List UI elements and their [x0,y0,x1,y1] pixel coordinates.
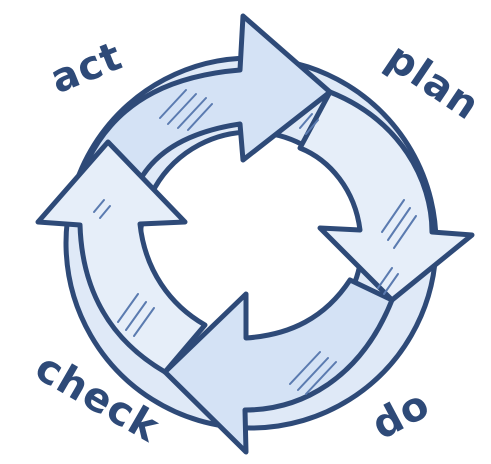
arrow-check-to-act [38,142,205,372]
